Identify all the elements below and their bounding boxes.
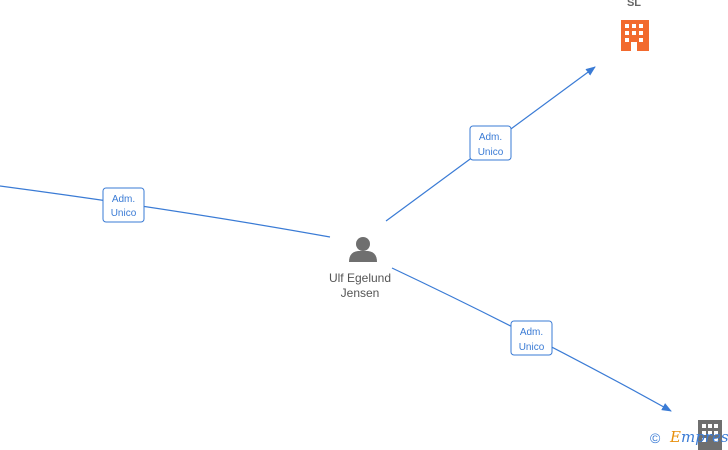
person-icon[interactable] bbox=[349, 237, 377, 262]
person-name[interactable]: Ulf Egelund Jensen bbox=[310, 271, 410, 301]
person-name-line1: Ulf Egelund bbox=[328, 271, 392, 285]
company-top-label: SL bbox=[626, 0, 642, 9]
edge-label-2-line2: Unico bbox=[478, 147, 504, 158]
brand-logo: Empresia bbox=[670, 428, 728, 446]
edge-label-2-line1: Adm. bbox=[479, 132, 502, 143]
edge-label-1-line2: Unico bbox=[111, 208, 137, 219]
edge-label-3-line1: Adm. bbox=[520, 327, 543, 338]
building-icon[interactable] bbox=[621, 20, 649, 51]
edge-label-3[interactable]: Adm. Unico bbox=[510, 320, 553, 356]
edge-label-2[interactable]: Adm. Unico bbox=[469, 125, 512, 161]
brand-first-letter: E bbox=[670, 428, 681, 446]
copyright-symbol: © bbox=[650, 430, 661, 446]
edge-left-to-person bbox=[0, 185, 331, 238]
person-name-line2: Jensen bbox=[340, 286, 380, 300]
edge-label-1-line1: Adm. bbox=[112, 194, 135, 205]
building-icon[interactable] bbox=[698, 420, 722, 450]
edge-label-1[interactable]: Adm. Unico bbox=[102, 187, 145, 223]
brand-rest: mpresia bbox=[680, 428, 728, 446]
edge-label-3-line2: Unico bbox=[519, 342, 545, 353]
